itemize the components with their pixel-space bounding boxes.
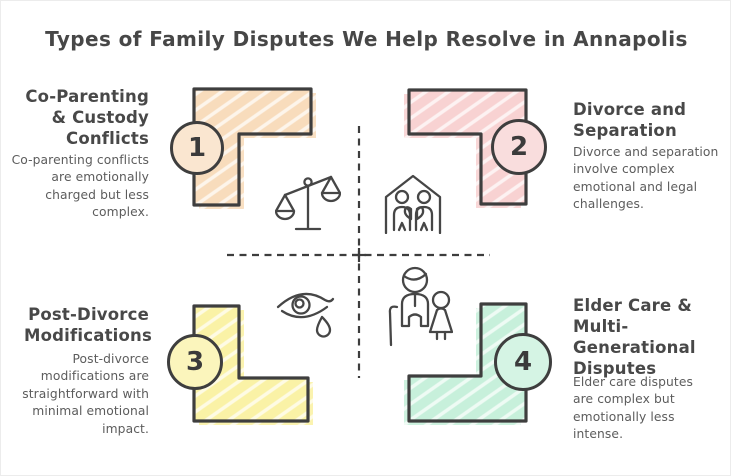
crying-eye-icon — [276, 292, 335, 338]
step-circle-2: 2 — [491, 119, 547, 175]
shape-quadrant-2 — [404, 88, 528, 208]
shape-quadrant-1 — [192, 87, 316, 209]
step-number-4: 4 — [513, 347, 533, 377]
house-family-broken-heart-icon — [384, 174, 442, 234]
divider-cross — [227, 126, 490, 378]
step-number-2: 2 — [509, 132, 529, 162]
quadrant-4-description: Elder care disputes are complex but emot… — [573, 375, 693, 442]
quadrant-1-heading: Co-Parenting & Custody Conflicts — [25, 87, 149, 149]
quadrant-2-description: Divorce and separation involve complex e… — [573, 145, 719, 212]
shape-quadrant-3 — [192, 304, 313, 425]
quadrant-2-heading: Divorce and Separation — [573, 100, 687, 141]
quadrant-1-description: Co-parenting conflicts are emotionally c… — [11, 153, 149, 220]
page-title: Types of Family Disputes We Help Resolve… — [45, 27, 688, 51]
step-circle-4: 4 — [494, 333, 552, 391]
quadrant-3-heading: Post-Divorce Modifications — [24, 305, 153, 346]
step-number-1: 1 — [187, 133, 207, 163]
step-circle-1: 1 — [170, 121, 224, 175]
quadrant-3-description: Post-divorce modifications are straightf… — [22, 352, 149, 436]
elder-couple-icon — [388, 266, 453, 347]
scales-of-justice-icon — [275, 175, 341, 231]
step-number-3: 3 — [185, 347, 205, 377]
shape-quadrant-4 — [404, 302, 528, 425]
quadrant-4-heading: Elder Care & Multi-Generational Disputes — [573, 296, 696, 379]
step-circle-3: 3 — [167, 334, 223, 390]
